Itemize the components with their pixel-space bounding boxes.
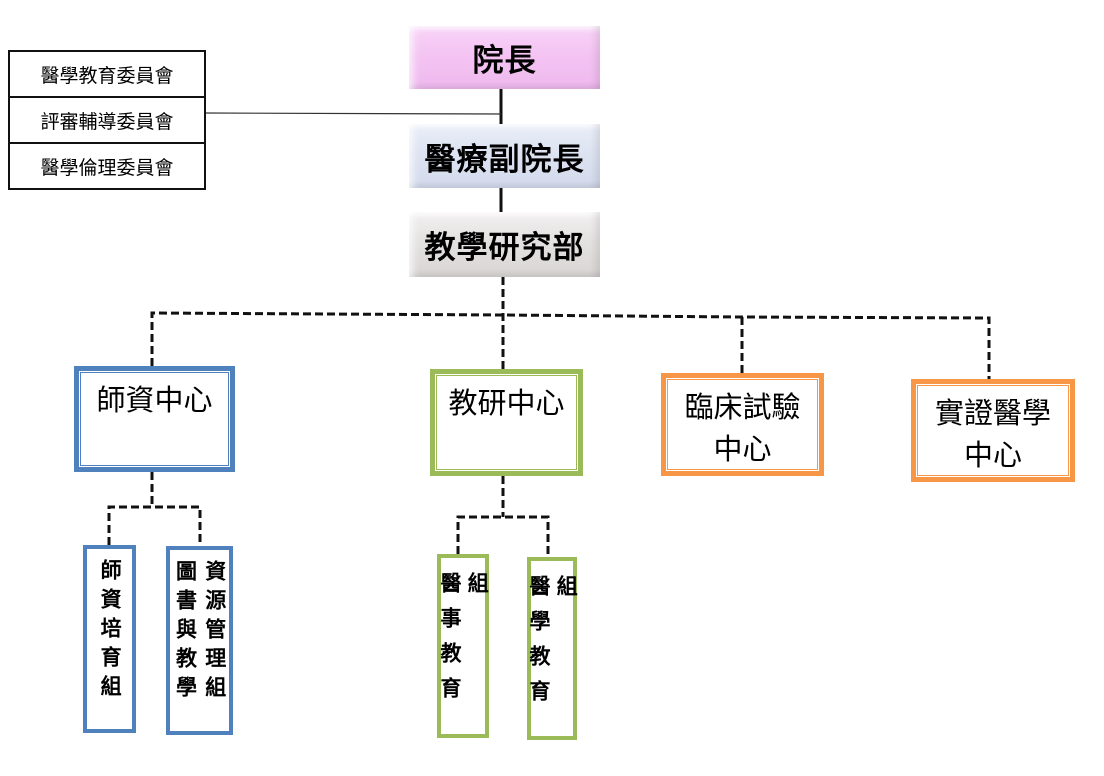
line-committees-to-hierarchy <box>205 112 502 115</box>
dash-teacher-groups-bus <box>107 505 202 545</box>
center-clinical-trial: 臨床試驗 中心 <box>661 373 824 476</box>
group-medical-education: 醫學教育組 <box>527 557 578 740</box>
center-evidence-based-medicine: 實證醫學 中心 <box>911 379 1075 482</box>
group-teacher-training: 師資培育組 <box>83 545 136 733</box>
center-teacher: 師資中心 <box>74 366 235 472</box>
committee-medical-education: 醫學教育委員會 <box>40 64 174 87</box>
group-library-resources: 圖書與教學 資源管理組 <box>166 546 233 735</box>
committee-list: 醫學教育委員會 評審輔導委員會 醫學倫理委員會 <box>8 50 206 190</box>
node-department: 教學研究部 <box>409 212 600 277</box>
dash-centers-bus <box>150 311 991 379</box>
center-research: 教研中心 <box>430 369 583 476</box>
dash-research-groups-bus <box>456 515 550 557</box>
node-vice-president: 醫療副院長 <box>409 124 600 188</box>
group-allied-health-education: 醫事教育組 <box>437 554 489 738</box>
committee-medical-ethics: 醫學倫理委員會 <box>10 142 204 188</box>
committee-evaluation-guidance: 評審輔導委員會 <box>10 96 204 142</box>
node-president: 院長 <box>409 26 600 89</box>
